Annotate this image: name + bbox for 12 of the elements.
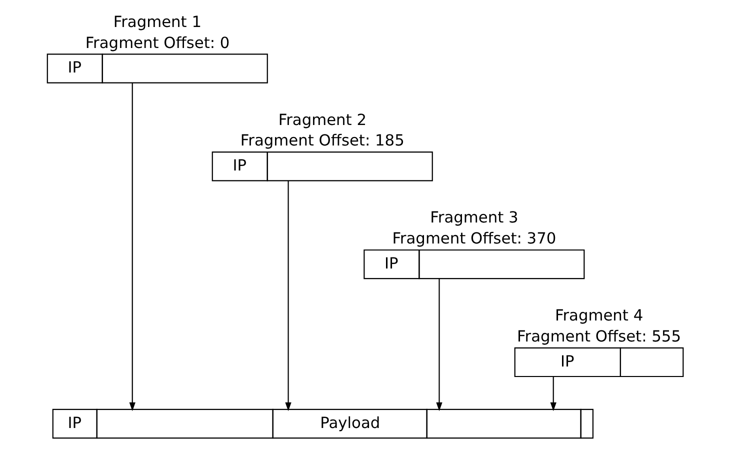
arrow [436,278,442,412]
node-label: Fragment 4 [554,306,643,325]
node-label: Fragment Offset: 370 [392,230,556,248]
node-label: Fragment 1 [112,12,202,31]
arrow [284,180,291,412]
node-label: Fragment 2 [278,110,366,129]
node-label: Fragment Offset: 555 [516,328,680,346]
node-label: Fragment Offset: 0 [84,34,230,52]
arrow [128,82,135,412]
arrow [550,376,556,412]
node-label: Fragment Offset: 185 [240,132,404,150]
node-label: Fragment 3 [430,208,518,227]
